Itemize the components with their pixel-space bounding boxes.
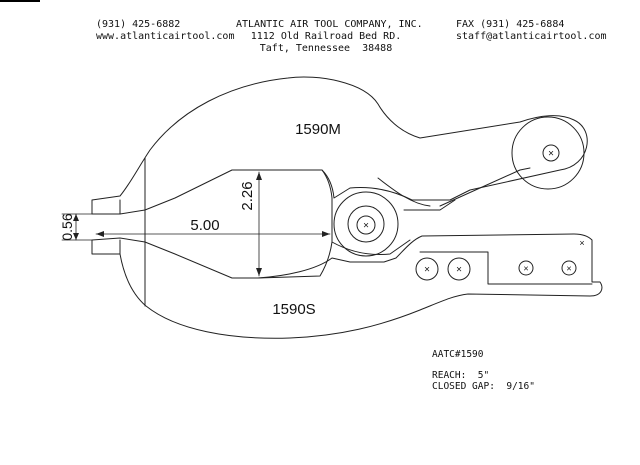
upper-part-label: 1590M <box>295 121 341 138</box>
gap-dim-label: 0.56 <box>59 213 75 240</box>
header-company-block: ATLANTIC AIR TOOL COMPANY, INC.1112 Old … <box>236 19 423 55</box>
header-fax: FAX (931) 425-6884 <box>456 19 565 30</box>
rivet-1 <box>415 257 439 281</box>
gap-arrow-bottom <box>73 233 79 240</box>
rivet-2-x-icon: × <box>456 265 462 276</box>
lower-part-label: 1590S <box>272 301 315 318</box>
header-company: ATLANTIC AIR TOOL COMPANY, INC. <box>236 19 423 30</box>
header-email: staff@atlanticairtool.com <box>456 31 607 42</box>
height-dim-label: 2.26 <box>239 181 256 210</box>
top-pivot-x-icon: × <box>548 149 554 160</box>
rivet-2 <box>447 257 471 281</box>
height-arrow-bottom <box>256 268 262 276</box>
header-contact-right: FAX (931) 425-6884 staff@atlanticairtool… <box>456 19 607 43</box>
rivet-3-x-icon: × <box>523 264 528 274</box>
lower-step-line <box>419 251 593 285</box>
closed-gap-spec: CLOSED GAP: 9/16" <box>432 381 535 392</box>
header-website: www.atlanticairtool.com <box>96 31 235 42</box>
header-city: Taft, Tennessee 38488 <box>259 43 393 54</box>
center-pivot-pin <box>356 215 376 235</box>
upper-link-inner <box>377 177 431 207</box>
upper-link-line <box>403 199 456 211</box>
top-pivot-pin <box>542 144 560 162</box>
reach-dim-label: 5.00 <box>190 217 219 234</box>
jaw-body-top <box>231 169 333 279</box>
lower-inner-line <box>331 239 411 255</box>
height-arrow-top <box>256 172 262 180</box>
center-pivot-outer <box>333 191 399 257</box>
rivet-3 <box>518 260 534 276</box>
header-street: 1112 Old Railroad Bed RD. <box>250 31 402 42</box>
rivet-4 <box>561 260 577 276</box>
center-pivot-mid <box>347 205 385 243</box>
part-id: AATC#1590 <box>432 349 484 360</box>
link-plate <box>439 167 531 207</box>
top-edge-mark <box>0 0 40 2</box>
corner-x-icon: × <box>579 238 584 248</box>
header-phone: (931) 425-6882 <box>96 19 181 30</box>
top-pivot-outer <box>511 116 585 190</box>
center-pivot-x-icon: × <box>363 221 369 232</box>
reach-arrow-right <box>322 231 330 237</box>
lower-arm-outline <box>91 233 603 339</box>
upper-arm-outline <box>91 76 588 215</box>
gap-arrow-top <box>73 214 79 221</box>
rivet-4-x-icon: × <box>566 264 571 274</box>
reach-arrow-left <box>96 231 104 237</box>
header-contact-left: (931) 425-6882 www.atlanticairtool.com <box>96 19 234 43</box>
rivet-1-x-icon: × <box>424 265 430 276</box>
reach-spec: REACH: 5" <box>432 370 490 381</box>
